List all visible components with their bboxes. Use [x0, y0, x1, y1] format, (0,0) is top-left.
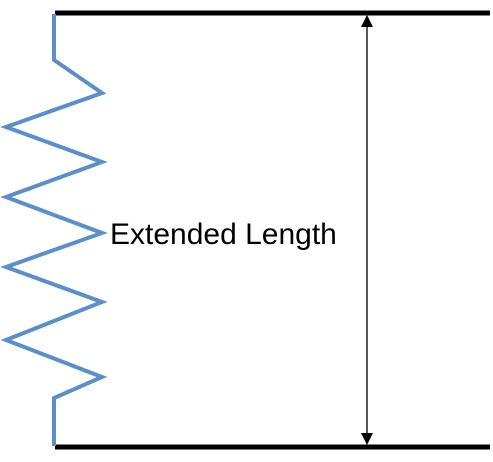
bottom-arrowhead-icon [361, 433, 373, 445]
spring-zigzag [0, 14, 108, 446]
extended-length-label: Extended Length [110, 218, 337, 251]
top-arrowhead-icon [361, 15, 373, 27]
